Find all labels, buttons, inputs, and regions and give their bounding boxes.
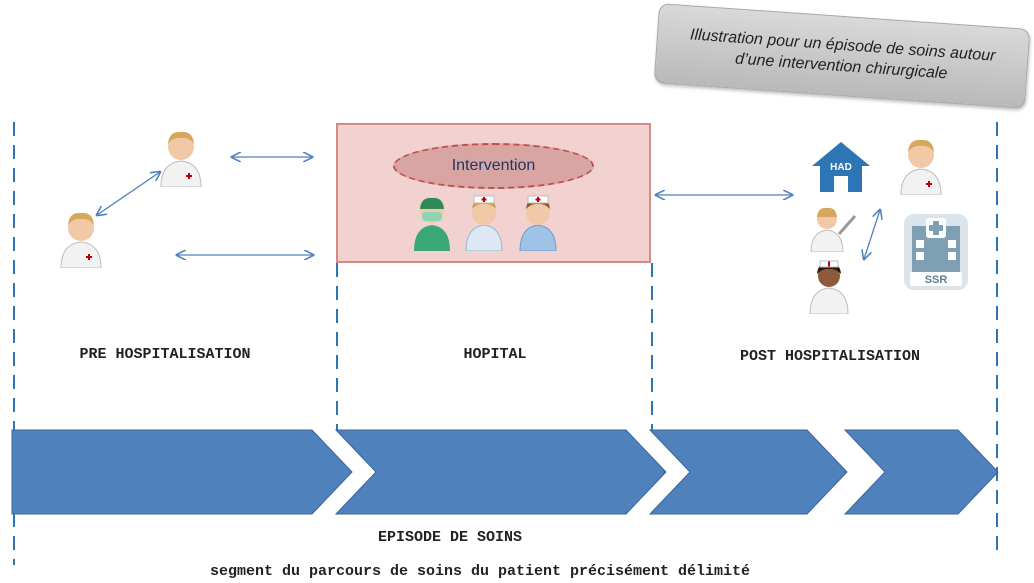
intervention-label: Intervention	[451, 157, 536, 174]
doctor-icon	[60, 212, 102, 268]
intervention-ellipse: Intervention	[393, 143, 594, 189]
nurse-icon	[465, 195, 503, 251]
chevron-3	[648, 429, 848, 515]
had-label: HAD	[830, 162, 852, 173]
chevron-2	[334, 429, 667, 515]
ssr-hospital-icon	[904, 214, 968, 290]
nurse-icon	[519, 195, 557, 251]
surgeon-icon	[414, 197, 450, 251]
chevron-1	[11, 429, 353, 515]
doctor-icon	[160, 131, 202, 187]
episode-subtitle: segment du parcours de soins du patient …	[209, 563, 751, 580]
arrow-post-vertical	[864, 210, 880, 259]
label-post-hospitalisation: POST HOSPITALISATION	[739, 348, 921, 365]
doctor-syringe-icon	[810, 207, 857, 252]
process-band	[11, 429, 999, 515]
had-home-icon	[812, 142, 870, 192]
doctor-icon	[900, 139, 942, 195]
nurse-icon	[809, 260, 849, 314]
ssr-label: SSR	[924, 274, 948, 286]
chevron-4	[843, 429, 999, 515]
label-hopital: HOPITAL	[463, 346, 527, 363]
label-pre-hospitalisation: PRE HOSPITALISATION	[79, 346, 251, 363]
arrow-doctors	[97, 172, 160, 215]
illustration-note-text: Illustration pour un épisode de soins au…	[689, 26, 996, 83]
episode-title: EPISODE DE SOINS	[377, 529, 523, 546]
